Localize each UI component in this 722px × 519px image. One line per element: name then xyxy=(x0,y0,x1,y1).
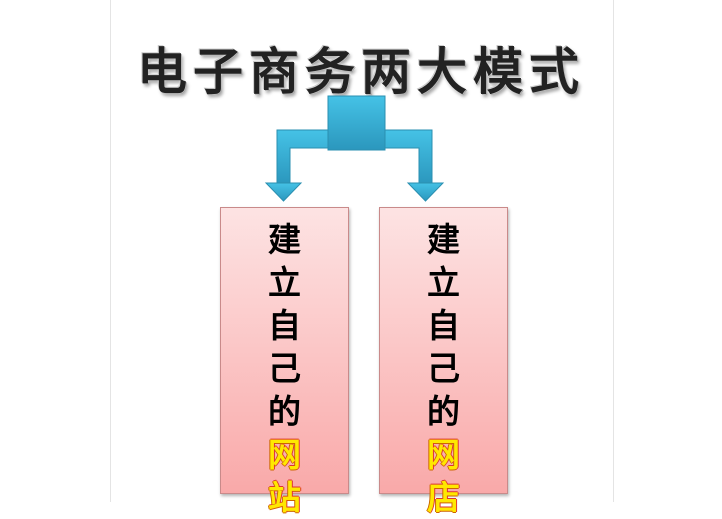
box-char: 的 xyxy=(427,392,460,431)
slide xyxy=(110,0,614,502)
box-char: 立 xyxy=(268,263,301,302)
page-title: 电子商务两大模式 xyxy=(137,42,585,101)
box-char: 建 xyxy=(427,220,460,259)
arrow-left xyxy=(264,182,303,202)
box-char: 己 xyxy=(268,349,301,388)
box-char: 自 xyxy=(427,306,460,345)
box-char: 自 xyxy=(268,306,301,345)
box-char: 己 xyxy=(427,349,460,388)
box-highlight-char: 网 xyxy=(268,435,301,474)
box-char: 立 xyxy=(427,263,460,302)
box-highlight-char: 网 xyxy=(427,435,460,474)
box-char: 建 xyxy=(268,220,301,259)
connector-diagram xyxy=(264,95,445,202)
box-own-shop: 建 立 自 己 的 网 店 xyxy=(379,207,508,517)
box-own-website: 建 立 自 己 的 网 站 xyxy=(220,207,349,517)
box-char: 的 xyxy=(268,392,301,431)
box-highlight-char: 店 xyxy=(427,478,460,517)
arrow-right xyxy=(406,182,445,202)
root-node xyxy=(327,95,386,151)
box-highlight-char: 站 xyxy=(268,478,301,517)
